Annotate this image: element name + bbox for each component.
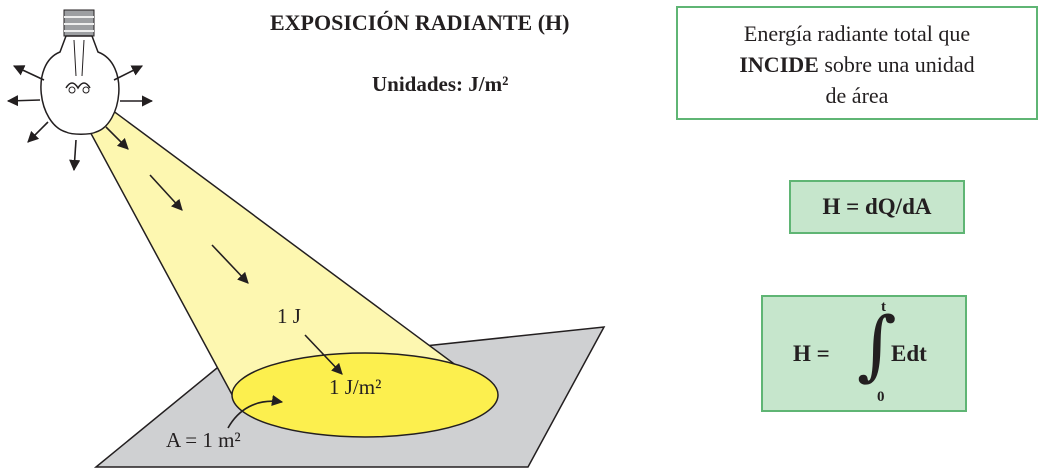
light-bulb-icon	[40, 9, 120, 135]
integrand: Edt	[891, 341, 927, 366]
definition-line-2: INCIDE sobre una unidad	[678, 49, 1036, 80]
integral-lower-limit: 0	[877, 389, 885, 405]
area-label: A = 1 m²	[166, 428, 241, 452]
integral-sign: ∫	[857, 300, 897, 389]
beam-arrows	[105, 126, 343, 429]
definition-line-3: de área	[825, 83, 889, 108]
formula-integral-lhs: H =	[793, 341, 830, 366]
definition-line-1: Energía radiante total que	[743, 21, 971, 46]
exposure-label: 1 J/m²	[329, 375, 382, 399]
illuminated-area	[231, 352, 499, 438]
formula-derivative: H = dQ/dA	[789, 180, 965, 234]
diagram-title: EXPOSICIÓN RADIANTE (H)	[270, 10, 570, 35]
definition-line-2-rest: sobre una unidad	[818, 52, 975, 77]
formula-derivative-text: H = dQ/dA	[822, 194, 932, 219]
integral-upper-limit: t	[881, 299, 886, 315]
formula-integral: H = ∫ t 0 Edt	[761, 295, 967, 412]
energy-label: 1 J	[277, 304, 301, 328]
units-label: Unidades: J/m²	[372, 72, 509, 96]
definition-emphasis: INCIDE	[739, 52, 819, 77]
radiating-arrows	[6, 65, 154, 172]
definition-box: Energía radiante total que INCIDE sobre …	[676, 6, 1038, 120]
